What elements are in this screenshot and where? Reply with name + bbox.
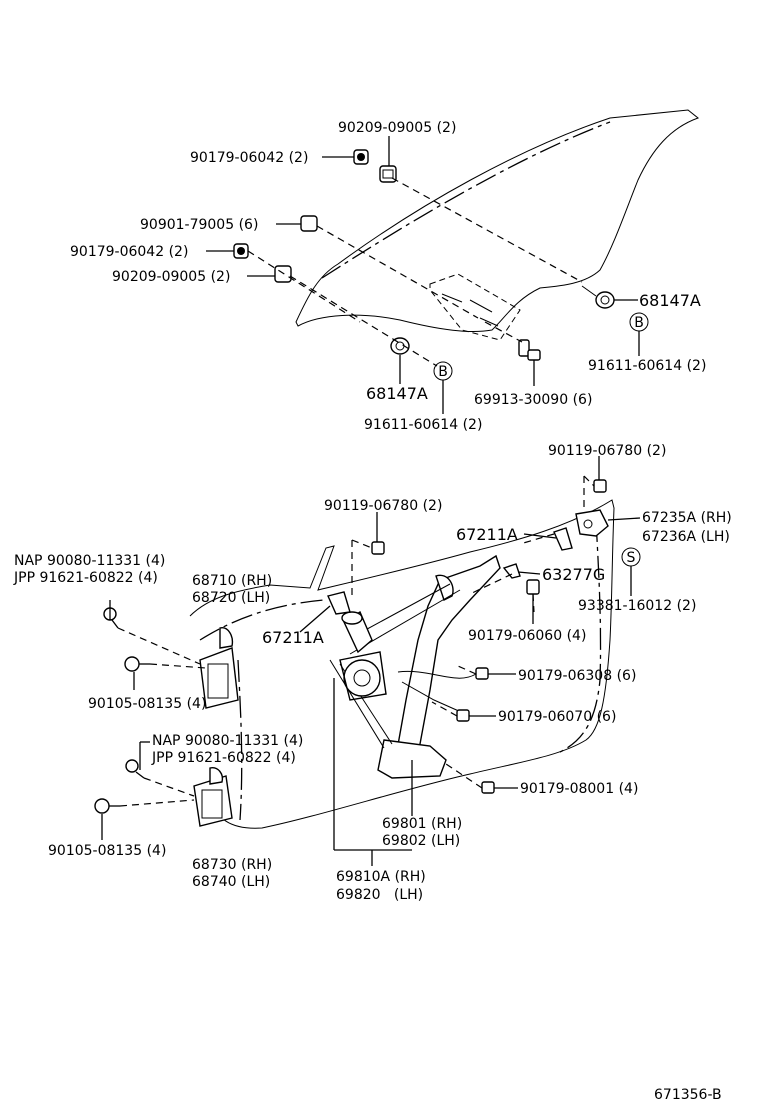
label-stabilizer-67236a: 67236A (LH) bbox=[642, 529, 730, 545]
label-regulator-69802: 69802 (LH) bbox=[382, 833, 460, 849]
glass-fasteners bbox=[233, 149, 615, 361]
marker-b-right-icon: B bbox=[629, 312, 649, 332]
label-hinge-68720: 68720 (LH) bbox=[192, 590, 270, 606]
label-nut-90179-06308: 90179-06308 (6) bbox=[518, 668, 636, 684]
part-labels: 90209-09005 (2) 90179-06042 (2) 90901-79… bbox=[13, 120, 732, 1103]
label-hinge-68710: 68710 (RH) bbox=[192, 573, 272, 589]
label-nut-90179-08001: 90179-08001 (4) bbox=[520, 781, 638, 797]
label-jpp-91621-lower: JPP 91621-60822 (4) bbox=[151, 750, 296, 766]
label-bolt-90119-mid: 90119-06780 (2) bbox=[324, 498, 442, 514]
label-bolt-69913: 69913-30090 (6) bbox=[474, 392, 592, 408]
marker-b-left: B bbox=[438, 364, 448, 380]
label-clip-63277g: 63277G bbox=[542, 565, 605, 584]
regulator-nut-90179-06308-icon bbox=[475, 667, 489, 680]
label-screw-91611-right: 91611-60614 (2) bbox=[588, 358, 706, 374]
label-bolt-90119-top: 90119-06780 (2) bbox=[548, 443, 666, 459]
label-nut-90179-06070: 90179-06070 (6) bbox=[498, 709, 616, 725]
diagram-code: 671356-B bbox=[654, 1087, 722, 1103]
stabilizer-67211a-upper-icon bbox=[553, 527, 573, 551]
hinge-bolts bbox=[94, 607, 150, 814]
marker-b-left-icon: B bbox=[433, 361, 453, 381]
marker-b-right: B bbox=[634, 315, 644, 331]
label-cushion-68147a-right: 68147A bbox=[639, 291, 701, 310]
label-nut-90209-upper: 90209-09005 (2) bbox=[338, 120, 456, 136]
door-leader-lines bbox=[101, 456, 641, 866]
bolt-90179-06042-lower-icon bbox=[233, 243, 249, 259]
bolt-90105-lower-icon bbox=[94, 798, 120, 814]
door-assembly-lines bbox=[117, 475, 595, 807]
nut-90209-09005-lower-icon bbox=[274, 265, 292, 283]
nut-90209-09005-upper-icon bbox=[379, 165, 397, 183]
label-stabilizer-67235a: 67235A (RH) bbox=[642, 510, 732, 526]
window-regulator-mechanism bbox=[327, 479, 609, 794]
stabilizer-67235a-icon bbox=[575, 509, 609, 537]
door-glass bbox=[295, 109, 700, 341]
marker-s: S bbox=[627, 550, 636, 566]
label-nut-90901: 90901-79005 (6) bbox=[140, 217, 258, 233]
glass-leader-lines bbox=[206, 136, 640, 414]
label-bolt-90105-lower: 90105-08135 (4) bbox=[48, 843, 166, 859]
marker-s-icon: S bbox=[621, 547, 641, 567]
label-assy-69820: 69820 (LH) bbox=[336, 887, 423, 903]
label-screw-91611-left: 91611-60614 (2) bbox=[364, 417, 482, 433]
bolt-90119-06780-top-icon bbox=[593, 479, 607, 493]
label-cushion-68147a-left: 68147A bbox=[366, 384, 428, 403]
label-hinge-68740: 68740 (LH) bbox=[192, 874, 270, 890]
label-regulator-69801: 69801 (RH) bbox=[382, 816, 462, 832]
hinge-68730-icon bbox=[193, 767, 233, 827]
label-nut-90179-06060: 90179-06060 (4) bbox=[468, 628, 586, 644]
stabilizer-67211a-lower-icon bbox=[327, 591, 351, 615]
regulator-nut-90179-08001-icon bbox=[481, 781, 495, 794]
hinge-68710-icon bbox=[199, 627, 239, 709]
nut-90901-79005-icon bbox=[300, 215, 318, 232]
label-bolt-90179-06042-upper: 90179-06042 (2) bbox=[190, 150, 308, 166]
nut-90179-06060-icon bbox=[526, 579, 540, 595]
cushion-68147a-right-icon bbox=[595, 291, 615, 309]
bolt-90105-upper-icon bbox=[124, 656, 150, 672]
label-stabilizer-67211a-lower: 67211A bbox=[262, 628, 324, 647]
clip-63277g-icon bbox=[502, 563, 521, 579]
label-hinge-68730: 68730 (RH) bbox=[192, 857, 272, 873]
bolt-69913-30090-icon bbox=[518, 339, 541, 361]
label-stabilizer-67211a-upper: 67211A bbox=[456, 525, 518, 544]
bolt-90080-upper-icon bbox=[103, 607, 119, 629]
label-bolt-90105-upper: 90105-08135 (4) bbox=[88, 696, 206, 712]
door-outline bbox=[189, 499, 615, 829]
label-assy-69810a: 69810A (RH) bbox=[336, 869, 426, 885]
label-nap-90080-upper: NAP 90080-11331 (4) bbox=[14, 553, 165, 569]
label-pin-93381: 93381-16012 (2) bbox=[578, 598, 696, 614]
bolt-90119-06780-mid-icon bbox=[371, 541, 385, 555]
label-nut-90209-lower: 90209-09005 (2) bbox=[112, 269, 230, 285]
regulator-motor-icon bbox=[339, 610, 387, 701]
label-bolt-90179-06042-lower: 90179-06042 (2) bbox=[70, 244, 188, 260]
bolt-90080-lower-icon bbox=[125, 759, 145, 779]
label-nap-90080-lower: NAP 90080-11331 (4) bbox=[152, 733, 303, 749]
cushion-68147a-left-icon bbox=[390, 337, 410, 355]
bolt-90179-06042-upper-icon bbox=[353, 149, 369, 165]
glass-assembly-lines bbox=[247, 177, 597, 367]
label-jpp-91621-upper: JPP 91621-60822 (4) bbox=[13, 570, 158, 586]
regulator-nut-90179-06070-icon bbox=[456, 709, 470, 722]
